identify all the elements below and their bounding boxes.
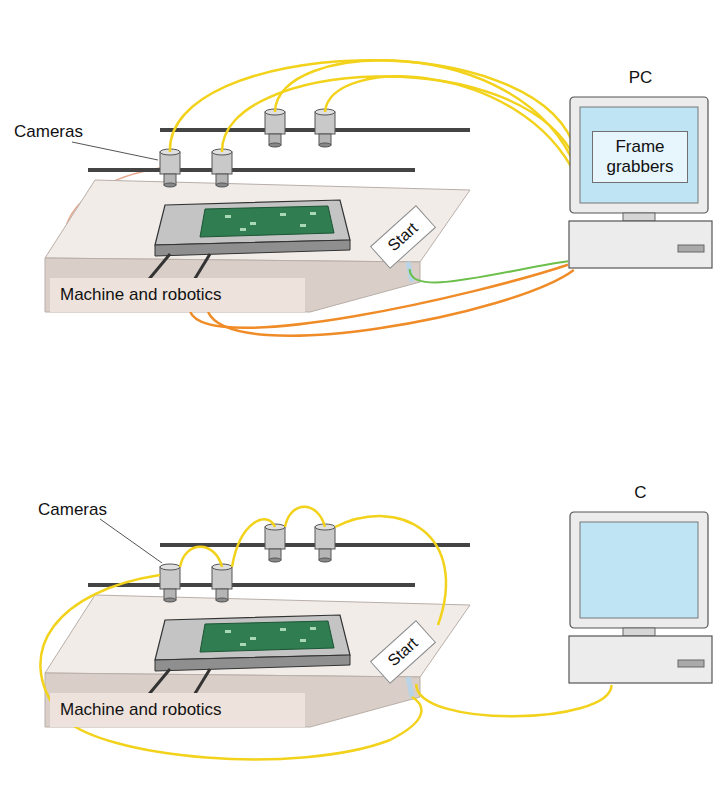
node-text: Machine and robotics bbox=[60, 700, 222, 720]
node-text: Frame grabbers bbox=[593, 137, 687, 176]
start-sign: Start bbox=[370, 620, 436, 684]
computer-heading: PC bbox=[568, 68, 713, 88]
computer: C bbox=[568, 510, 713, 685]
cable bbox=[416, 684, 611, 716]
part-label: Cameras bbox=[14, 122, 83, 142]
computer-heading: C bbox=[568, 483, 713, 503]
node-text: Start bbox=[384, 634, 421, 670]
frame-grabber-box: Frame grabbers bbox=[592, 131, 688, 183]
machine-band: Machine and robotics bbox=[50, 693, 305, 727]
machine-band: Machine and robotics bbox=[50, 278, 305, 312]
computer: PCFrame grabbers bbox=[568, 95, 713, 270]
node-text: Machine and robotics bbox=[60, 285, 222, 305]
start-sign: Start bbox=[370, 205, 436, 269]
part-label: Cameras bbox=[38, 500, 107, 520]
node-text: Start bbox=[384, 219, 421, 255]
computer-outline bbox=[568, 510, 713, 685]
